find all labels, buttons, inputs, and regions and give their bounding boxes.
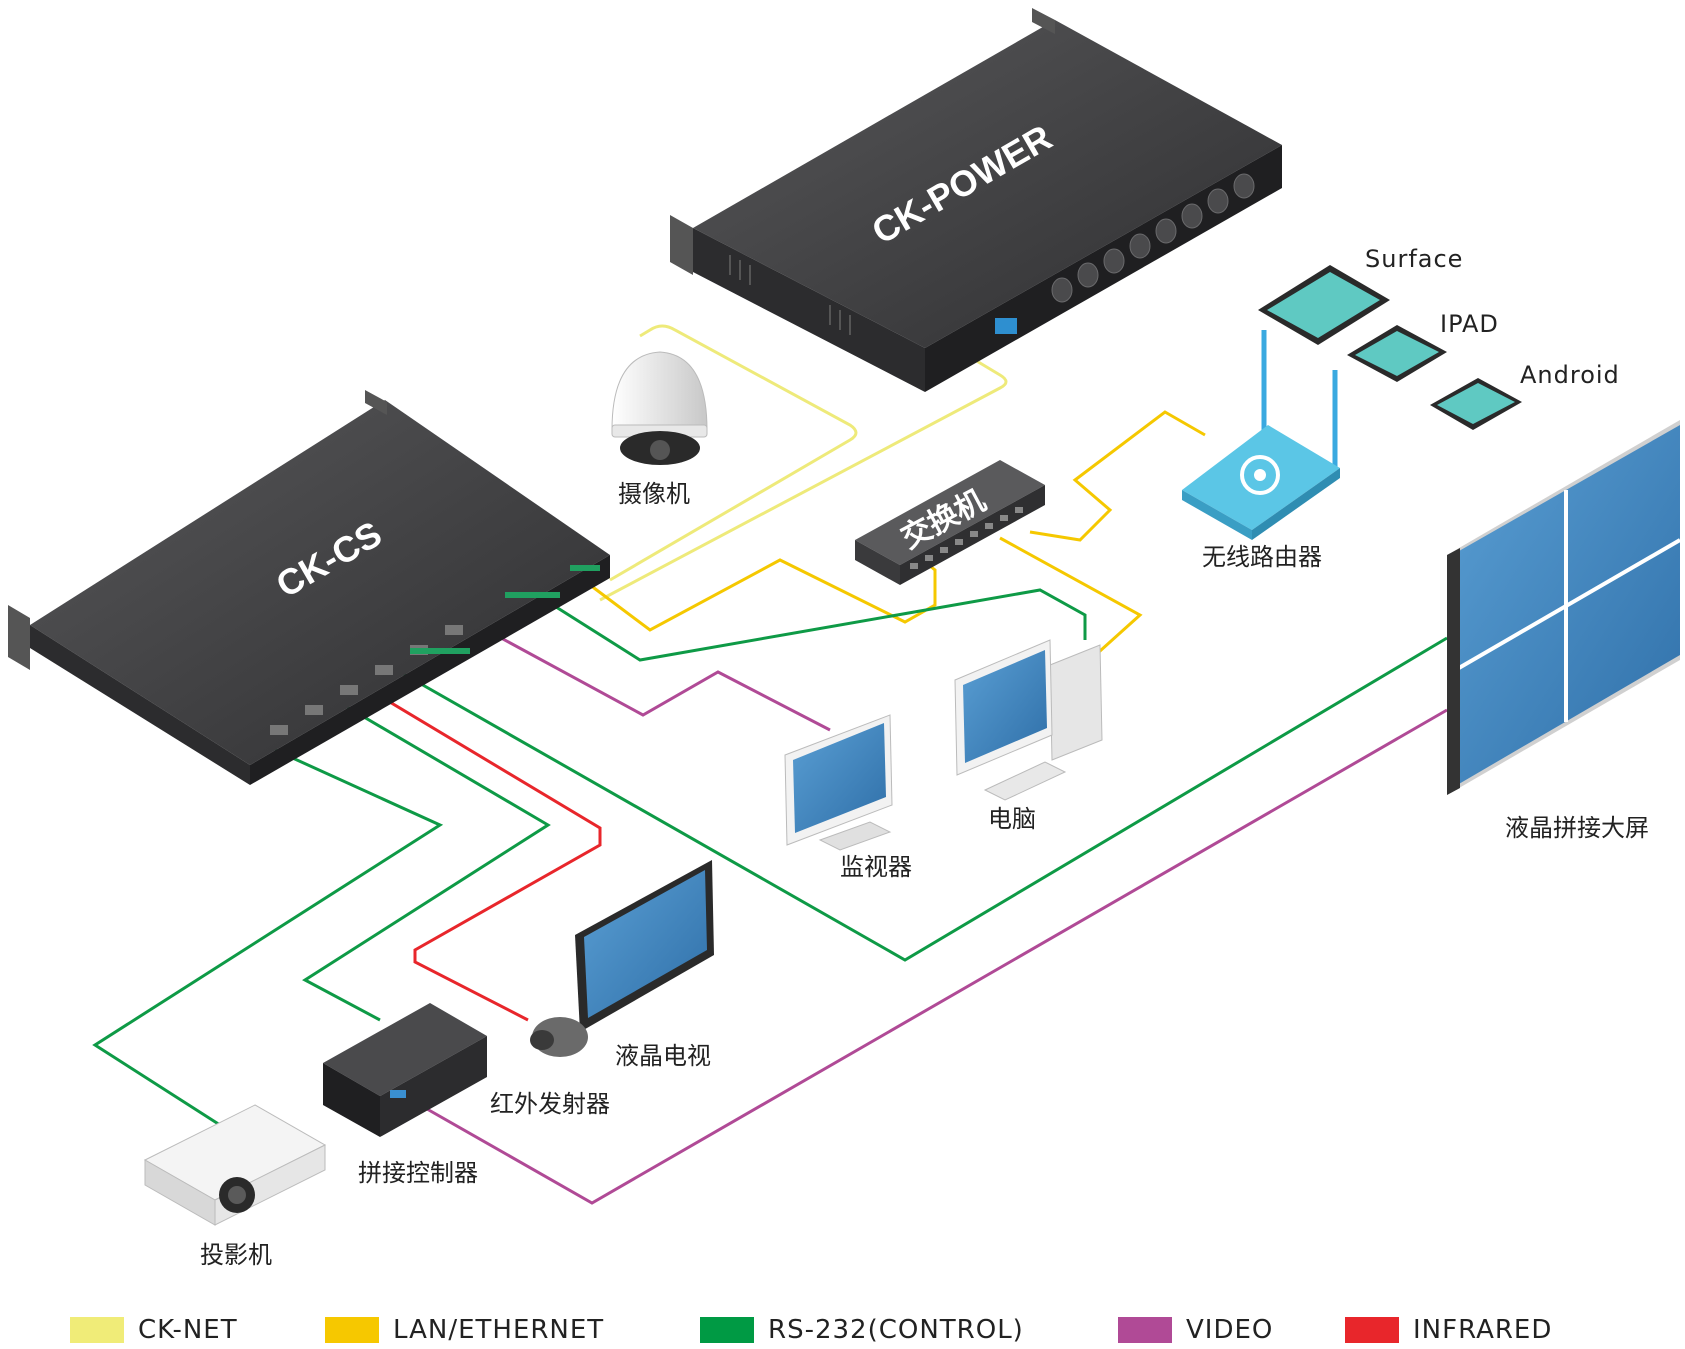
legend-swatch: [700, 1317, 754, 1343]
tablet-surface[interactable]: [1258, 265, 1390, 345]
cables: [92, 324, 1448, 1205]
switch-ports: [910, 507, 1023, 569]
wireless-router[interactable]: [1182, 330, 1340, 540]
computer-device[interactable]: [954, 639, 1103, 801]
cable-rs232-4: [302, 698, 551, 1022]
cable-lan-1: [589, 558, 937, 632]
splice-controller-device[interactable]: [323, 1003, 487, 1137]
router-label: 无线路由器: [1202, 543, 1322, 571]
video-wall[interactable]: [1447, 420, 1682, 795]
legend-label: VIDEO: [1186, 1315, 1274, 1345]
legend-item-rs232: RS-232(CONTROL): [700, 1313, 1024, 1347]
cable-rs232-1: [544, 588, 1087, 662]
legend-item-video: VIDEO: [1118, 1313, 1273, 1347]
legend-swatch: [1118, 1317, 1172, 1343]
projector-label: 投影机: [200, 1241, 272, 1269]
legend-item-infrared: INFRARED: [1345, 1313, 1552, 1347]
power-vents: [729, 255, 851, 335]
legend-item-lan: LAN/ETHERNET: [325, 1313, 604, 1347]
ck-power-unit[interactable]: CK-POWER: [670, 8, 1282, 392]
computer-label: 电脑: [988, 805, 1036, 833]
legend-swatch: [70, 1317, 124, 1343]
legend: CK-NET LAN/ETHERNET RS-232(CONTROL) VIDE…: [0, 1313, 1685, 1349]
cable-cknet-1: [609, 324, 858, 582]
monitor-label: 监视器: [840, 853, 912, 881]
surface-label: Surface: [1365, 245, 1464, 273]
cable-rs232-2: [399, 636, 1448, 962]
cable-cknet-2: [599, 358, 1008, 602]
legend-label: CK-NET: [138, 1315, 238, 1345]
ipad-label: IPAD: [1440, 310, 1499, 338]
lcd-tv-label: 液晶电视: [615, 1042, 711, 1070]
camera-label: 摄像机: [618, 480, 690, 508]
power-port-block: [995, 318, 1017, 334]
legend-swatch: [1345, 1317, 1399, 1343]
android-label: Android: [1520, 361, 1620, 389]
ir-emitter-device[interactable]: [530, 1017, 588, 1057]
cable-ir-1: [377, 693, 602, 1022]
lcd-tv-device[interactable]: [575, 860, 714, 1032]
camera-device[interactable]: [611, 351, 708, 465]
monitor-device[interactable]: [784, 714, 893, 851]
legend-label: RS-232(CONTROL): [768, 1315, 1024, 1345]
splice-controller-label: 拼接控制器: [358, 1159, 478, 1187]
ck-cs-unit[interactable]: CK-CS: [8, 390, 610, 785]
cable-lan-3: [999, 536, 1143, 662]
legend-label: LAN/ETHERNET: [393, 1315, 605, 1345]
tablet-android[interactable]: [1430, 378, 1522, 430]
cable-video-1: [489, 630, 831, 732]
video-wall-label: 液晶拼接大屏: [1505, 814, 1649, 842]
cable-rs232-3: [92, 748, 444, 1127]
network-switch[interactable]: 交换机: [855, 460, 1045, 585]
projector-device[interactable]: [143, 1104, 327, 1226]
legend-label: INFRARED: [1413, 1315, 1553, 1345]
cable-lan-2: [1029, 410, 1206, 542]
cs-terminals: [410, 565, 600, 654]
ir-emitter-label: 红外发射器: [490, 1090, 610, 1118]
tablet-ipad[interactable]: [1347, 325, 1447, 382]
legend-swatch: [325, 1317, 379, 1343]
legend-item-cknet: CK-NET: [70, 1313, 238, 1347]
cable-video-2: [419, 708, 1448, 1205]
power-outlets: [1051, 173, 1255, 303]
wifi-icon: [1240, 455, 1280, 495]
